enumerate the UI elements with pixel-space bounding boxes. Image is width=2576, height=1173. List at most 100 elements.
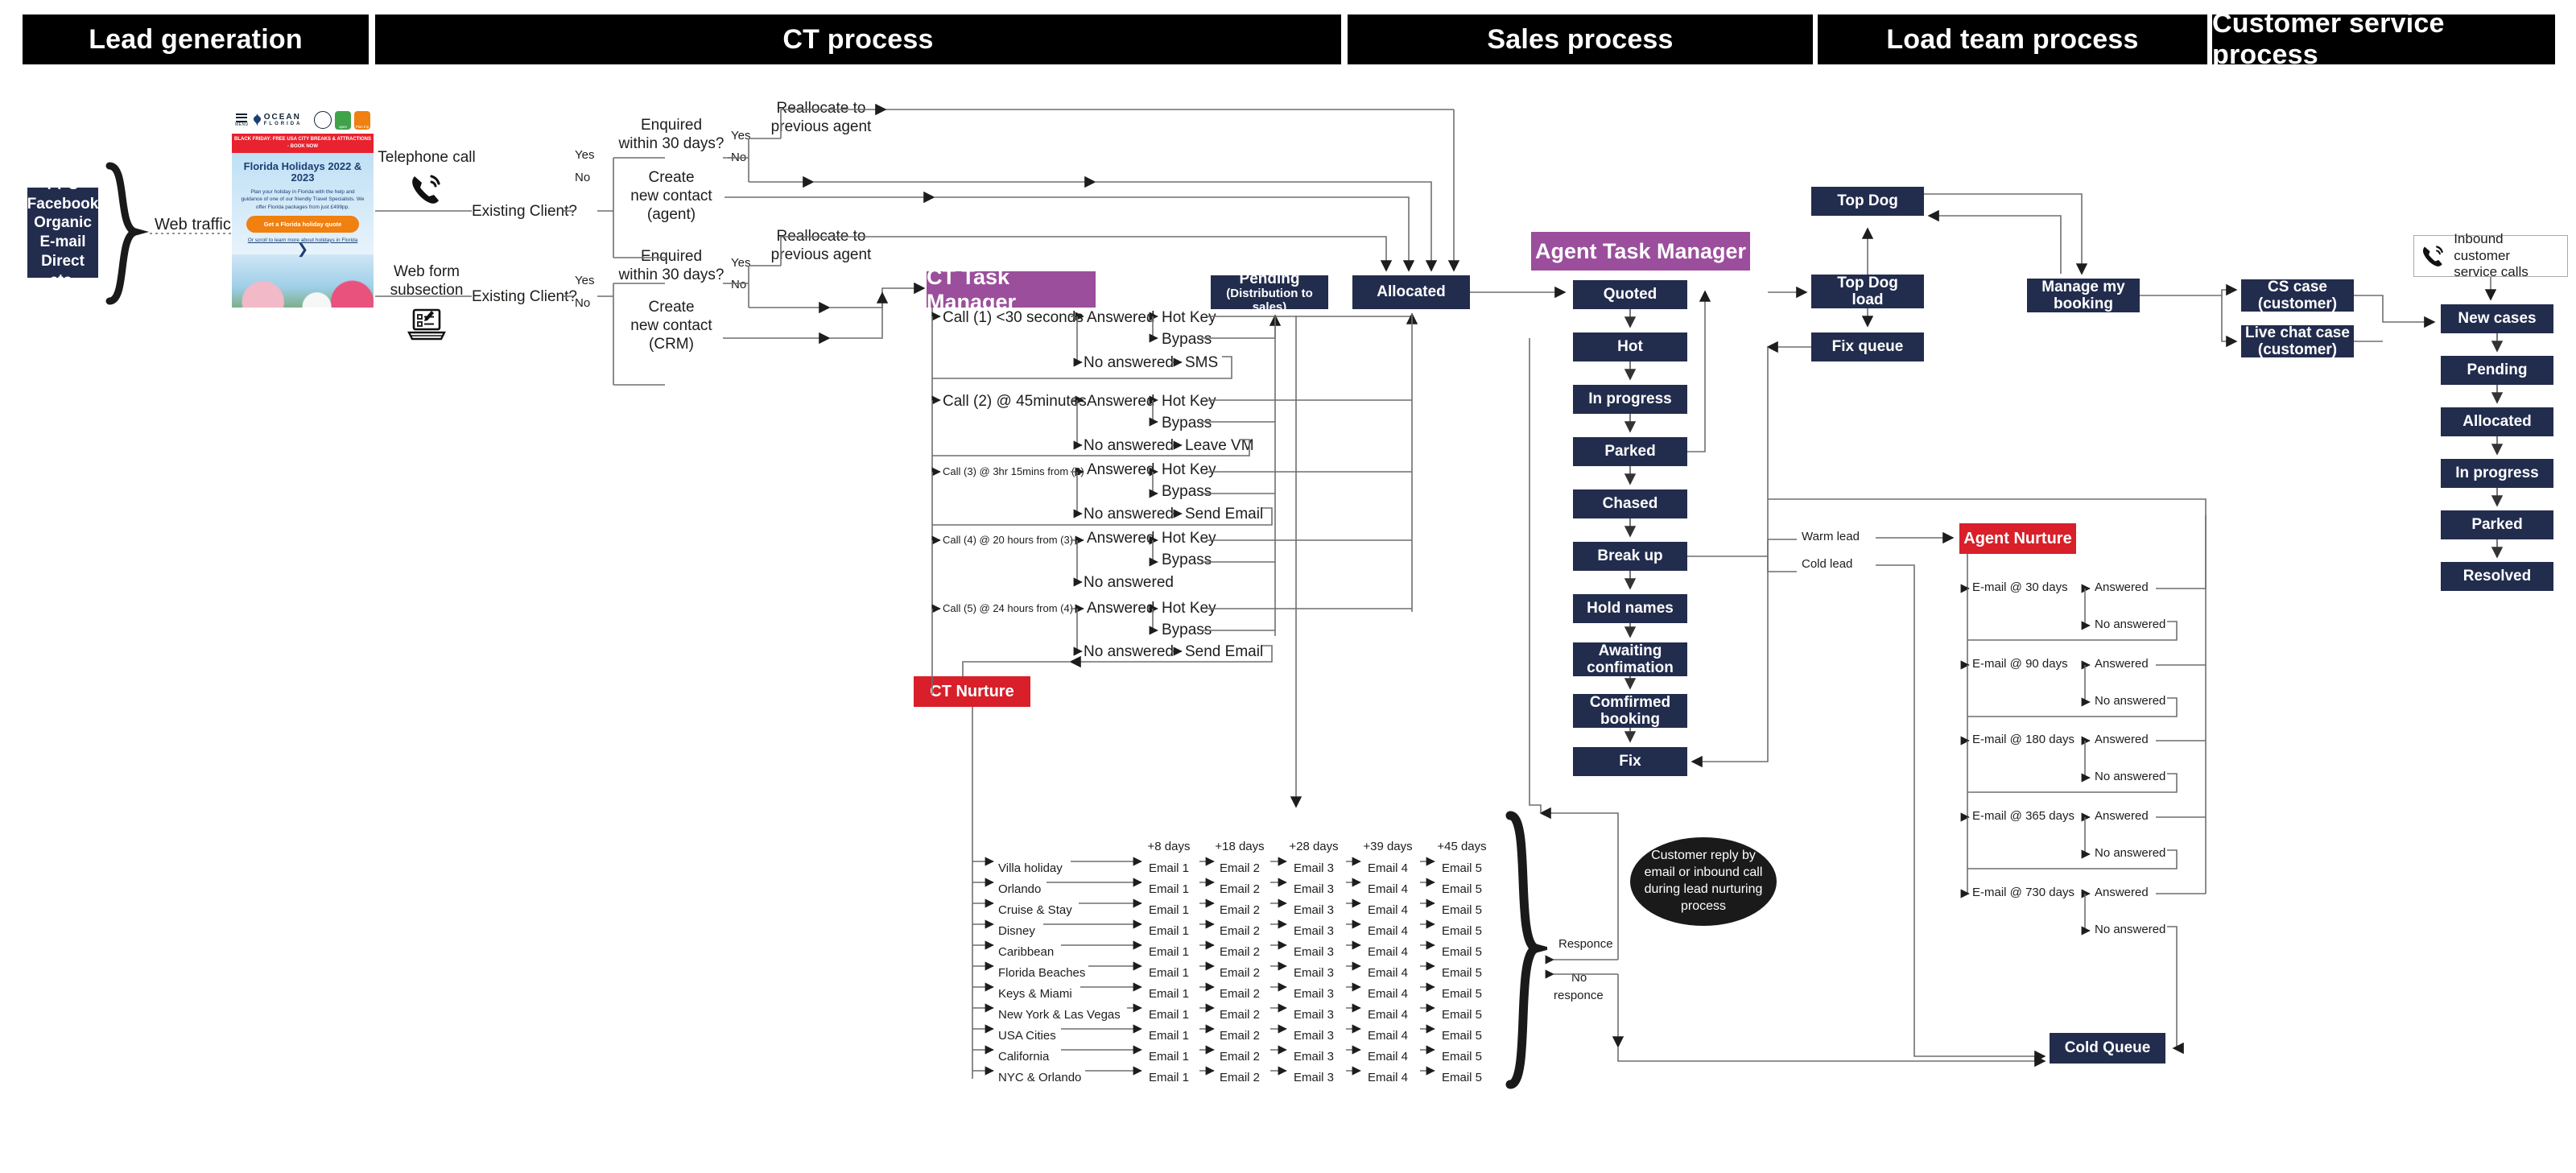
sales-stage-hold-names-label: Hold names [1587, 600, 1674, 617]
ct-call-2-step: Call (2) @ 45minutes [943, 393, 1087, 410]
cs-stage-in-progress: In progress [2441, 459, 2553, 488]
header-label-customer-service-process: Customer service process [2212, 8, 2445, 70]
brand-name: OCEAN [263, 113, 301, 122]
nurture-cell-9-4: Email 5 [1441, 1050, 1483, 1064]
sales-stage-chased: Chased [1573, 489, 1687, 518]
trust-badge-icon [314, 111, 332, 129]
nurture-cell-4-4: Email 5 [1441, 945, 1483, 959]
agent-nurture-email-2: E-mail @ 90 days [1972, 657, 2068, 671]
nurture-segment-2: Cruise & Stay [998, 903, 1072, 917]
ct-call-1-hotkey: Hot Key [1162, 309, 1216, 326]
nurture-cell-5-4: Email 5 [1441, 966, 1483, 980]
nurture-cell-1-2: Email 3 [1293, 882, 1335, 896]
nurture-cell-9-2: Email 3 [1293, 1050, 1335, 1064]
nurture-cell-2-3: Email 4 [1367, 903, 1409, 917]
nurture-cell-2-0: Email 1 [1148, 903, 1190, 917]
telephone-sub-no: No [731, 151, 747, 164]
telephone-channel-label: Telephone call [378, 149, 476, 166]
nurture-day-header-4: +39 days [1363, 840, 1413, 853]
nurture-cell-0-3: Email 4 [1367, 861, 1409, 875]
webform-channel-label-l1: Web form [393, 263, 460, 280]
sales-stage-hold-names: Hold names [1573, 594, 1687, 623]
agent-nurture-email-5: E-mail @ 730 days [1972, 886, 2074, 899]
nurture-cell-4-0: Email 1 [1148, 945, 1190, 959]
header-label-ct-process: CT process [782, 23, 934, 55]
inbound-label-l2: service calls [2454, 264, 2529, 280]
nurture-cell-3-2: Email 3 [1293, 924, 1335, 938]
nurture-segment-4: Caribbean [998, 945, 1055, 959]
nurture-cell-6-3: Email 4 [1367, 987, 1409, 1001]
ct-call-2-action: Leave VM [1185, 437, 1254, 454]
chevron-down-icon[interactable]: ❯ [296, 241, 309, 257]
header-band-load-team-process: Load team process [1818, 14, 2207, 64]
cs-stage-in-progress-label: In progress [2455, 465, 2539, 482]
webform-create-contact-l1: Create [648, 299, 695, 316]
live-chat-case-box: Live chat case (customer) [2241, 324, 2354, 358]
lead-source-direct: Direct [41, 252, 85, 270]
sales-stage-parked-label: Parked [1604, 443, 1656, 461]
ct-task-manager-label: CT Task Manager [927, 264, 1017, 314]
live-chat-label-l1: Live chat case [2245, 324, 2350, 341]
nurture-cell-5-3: Email 4 [1367, 966, 1409, 980]
nurture-cell-0-1: Email 2 [1219, 861, 1261, 875]
hero-scroll-link[interactable]: Or scroll to learn more about holidays i… [247, 237, 358, 243]
telephone-create-contact-l1: Create [648, 169, 695, 186]
plan-trip-pill[interactable]: Plan trip [354, 110, 370, 130]
webform-sub-yes: Yes [731, 256, 751, 270]
sources-brace [105, 162, 149, 305]
nurture-cell-1-4: Email 5 [1441, 882, 1483, 896]
nurture-cell-2-2: Email 3 [1293, 903, 1335, 917]
nurture-cell-8-4: Email 5 [1441, 1029, 1483, 1043]
ct-nurture-box: CT Nurture [914, 676, 1030, 707]
nurture-cell-8-3: Email 4 [1367, 1029, 1409, 1043]
call-open-pill[interactable]: open [335, 110, 351, 130]
ct-call-1-action: SMS [1185, 354, 1219, 371]
nurture-cell-1-3: Email 4 [1367, 882, 1409, 896]
ct-call-5-hotkey: Hot Key [1162, 600, 1216, 617]
cs-stage-allocated-label: Allocated [2462, 413, 2532, 431]
cs-stage-resolved-label: Resolved [2462, 568, 2532, 585]
manage-booking-label-l1: Manage my [2041, 278, 2125, 295]
response-label: Responce [1558, 937, 1613, 951]
telephone-reallocate-l1: Reallocate to [776, 100, 866, 117]
nurture-cell-2-4: Email 5 [1441, 903, 1483, 917]
inbound-customer-service-calls-box: Inbound customer service calls [2413, 231, 2568, 280]
agent-nurture-noanswered-1: No answered [2095, 617, 2166, 631]
sales-stage-break-up-label: Break up [1597, 547, 1663, 565]
customer-reply-bubble: Customer reply by email or inbound call … [1630, 837, 1777, 926]
lead-source-etc: etc. [49, 271, 76, 289]
nurture-segment-10: NYC & Orlando [998, 1071, 1082, 1084]
plan-trip-label: Plan trip [355, 124, 369, 129]
cs-stage-pending-label: Pending [2467, 361, 2528, 379]
agent-nurture-answered-2: Answered [2095, 657, 2149, 671]
inbound-label-l1: Inbound customer [2454, 231, 2511, 263]
nurture-cell-3-0: Email 1 [1148, 924, 1190, 938]
header-label-sales-process: Sales process [1487, 23, 1674, 55]
ct-task-manager-title: CT Task Manager [927, 265, 1096, 314]
nurture-cell-6-1: Email 2 [1219, 987, 1261, 1001]
ct-call-3-noanswered: No answered [1084, 506, 1174, 522]
phone-ring-icon [2423, 246, 2443, 266]
webform-enquired-30-days-l1: Enquired [640, 248, 703, 265]
phone-ring-icon [412, 175, 440, 204]
hero-headline: Florida Holidays 2022 & 2023 [243, 160, 362, 184]
nurture-cell-4-1: Email 2 [1219, 945, 1261, 959]
agent-nurture-answered-1: Answered [2095, 580, 2149, 594]
nurture-cell-5-0: Email 1 [1148, 966, 1190, 980]
agent-nurture-label: Agent Nurture [1963, 529, 2072, 547]
ct-nurture-label: CT Nurture [930, 682, 1014, 700]
agent-nurture-email-1: E-mail @ 30 days [1972, 580, 2068, 594]
cs-stage-parked: Parked [2441, 510, 2553, 539]
ct-call-4-answered: Answered [1087, 530, 1155, 547]
hamburger-menu-icon[interactable] [236, 113, 248, 122]
header-label-load-team-process: Load team process [1886, 23, 2139, 55]
hero-cta-button[interactable]: Get a Florida holiday quote [246, 215, 359, 233]
ct-call-5-step: Call (5) @ 24 hours from (4) [943, 602, 1074, 614]
webform-yes-label: Yes [575, 274, 595, 287]
nurture-cell-0-4: Email 5 [1441, 861, 1483, 875]
nurture-day-header-3: +28 days [1289, 840, 1339, 853]
website-phone-mockup: MENU OCEAN FLORIDA open Plan trip BLACK … [232, 106, 374, 308]
top-dog-label: Top Dog [1837, 192, 1898, 210]
webform-channel-label-l2: subsection [390, 282, 464, 299]
